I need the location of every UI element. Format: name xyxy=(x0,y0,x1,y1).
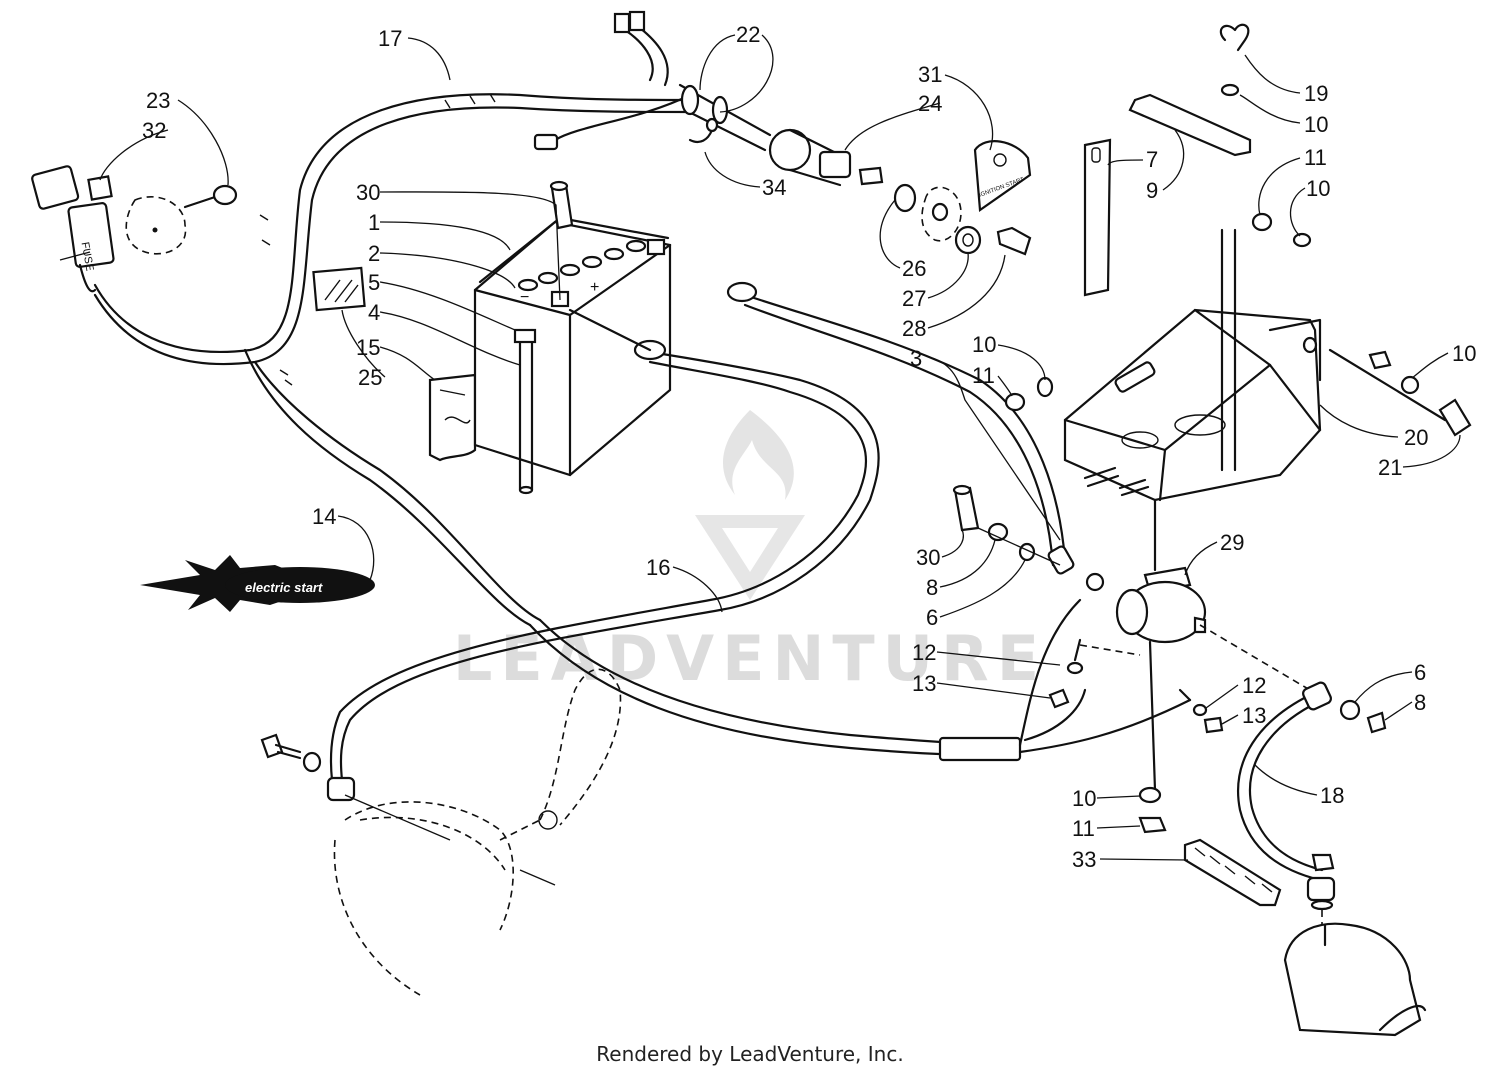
engine-ground-bolt xyxy=(260,733,451,841)
ground-cable xyxy=(326,308,880,802)
callout-12-b: 12 xyxy=(1242,673,1266,698)
battery-positive-sign: + xyxy=(590,279,599,296)
callout-10-c: 10 xyxy=(972,332,996,357)
harness-clip xyxy=(1183,838,1282,907)
callout-29: 29 xyxy=(1220,530,1244,555)
callout-21: 21 xyxy=(1378,455,1402,480)
callout-5: 5 xyxy=(368,270,380,295)
wiring-harness xyxy=(93,10,1192,762)
callout-9: 9 xyxy=(1146,178,1158,203)
fuse-holder: FUSE xyxy=(31,165,238,293)
callout-leaders xyxy=(99,34,1461,861)
callout-19: 19 xyxy=(1304,81,1328,106)
callout-33: 33 xyxy=(1072,847,1096,872)
watermark-flame-icon xyxy=(723,410,794,500)
ignition-decal: IGNITION START xyxy=(973,140,1032,212)
callout-20: 20 xyxy=(1404,425,1428,450)
callout-11-c: 11 xyxy=(1072,816,1095,841)
callout-10-e: 10 xyxy=(1072,786,1096,811)
callout-6-b: 6 xyxy=(1414,660,1426,685)
callout-10-d: 10 xyxy=(1452,341,1476,366)
watermark: LEADVENTURE xyxy=(453,410,1047,695)
callout-12-a: 12 xyxy=(912,640,936,665)
callout-7-a: 7 xyxy=(1146,147,1158,172)
battery-box xyxy=(1063,308,1322,502)
electric-start-logo: electric start xyxy=(140,555,375,612)
callout-30-b: 30 xyxy=(916,545,940,570)
callout-23: 23 xyxy=(146,88,170,113)
callout-8-a: 8 xyxy=(926,575,938,600)
battery-negative-sign: − xyxy=(520,289,529,306)
callout-16: 16 xyxy=(646,555,670,580)
callout-13-a: 13 xyxy=(912,671,936,696)
starter-solenoid xyxy=(952,484,1311,834)
starter-motor xyxy=(1283,922,1427,1037)
battery-caps xyxy=(517,239,647,292)
callout-1: 1 xyxy=(368,210,380,235)
callout-32: 32 xyxy=(142,118,166,143)
callout-26: 26 xyxy=(902,256,926,281)
callout-11-b: 11 xyxy=(972,363,995,388)
callout-28: 28 xyxy=(902,316,926,341)
callout-22: 22 xyxy=(736,22,760,47)
callout-labels: 17 22 23 32 31 24 19 10 7 9 11 10 30 1 2… xyxy=(142,22,1476,872)
battery-pad xyxy=(428,373,477,462)
battery-decal xyxy=(312,266,366,312)
watermark-text: LEADVENTURE xyxy=(453,622,1047,695)
terminal-boot-top xyxy=(549,180,574,230)
credit-text: Rendered by LeadVenture, Inc. xyxy=(596,1042,904,1066)
callout-17: 17 xyxy=(378,26,402,51)
callout-24: 24 xyxy=(918,91,942,116)
hold-down-assembly xyxy=(1004,23,1472,472)
callout-2: 2 xyxy=(368,241,380,266)
callout-13-b: 13 xyxy=(1242,703,1266,728)
callout-25: 25 xyxy=(358,365,382,390)
logo-text: electric start xyxy=(245,580,323,595)
callout-15: 15 xyxy=(356,335,380,360)
callout-31: 31 xyxy=(918,62,942,87)
callout-4: 4 xyxy=(368,300,380,325)
callout-10-b: 10 xyxy=(1306,176,1330,201)
callout-6-a: 6 xyxy=(926,605,938,630)
callout-14: 14 xyxy=(312,504,336,529)
positive-cable xyxy=(726,281,1075,575)
callout-8-b: 8 xyxy=(1414,690,1426,715)
callout-30-a: 30 xyxy=(356,180,380,205)
watermark-v-icon xyxy=(695,515,805,600)
callout-18: 18 xyxy=(1320,783,1344,808)
callout-34: 34 xyxy=(762,175,786,200)
callout-3: 3 xyxy=(910,346,922,371)
starter-cable xyxy=(1237,681,1387,935)
callout-11-a: 11 xyxy=(1304,145,1327,170)
callout-10-a: 10 xyxy=(1304,112,1328,137)
battery: − + xyxy=(473,216,672,495)
engine-outline xyxy=(333,668,622,996)
callout-27: 27 xyxy=(902,286,926,311)
fuse-label: FUSE xyxy=(79,241,96,272)
